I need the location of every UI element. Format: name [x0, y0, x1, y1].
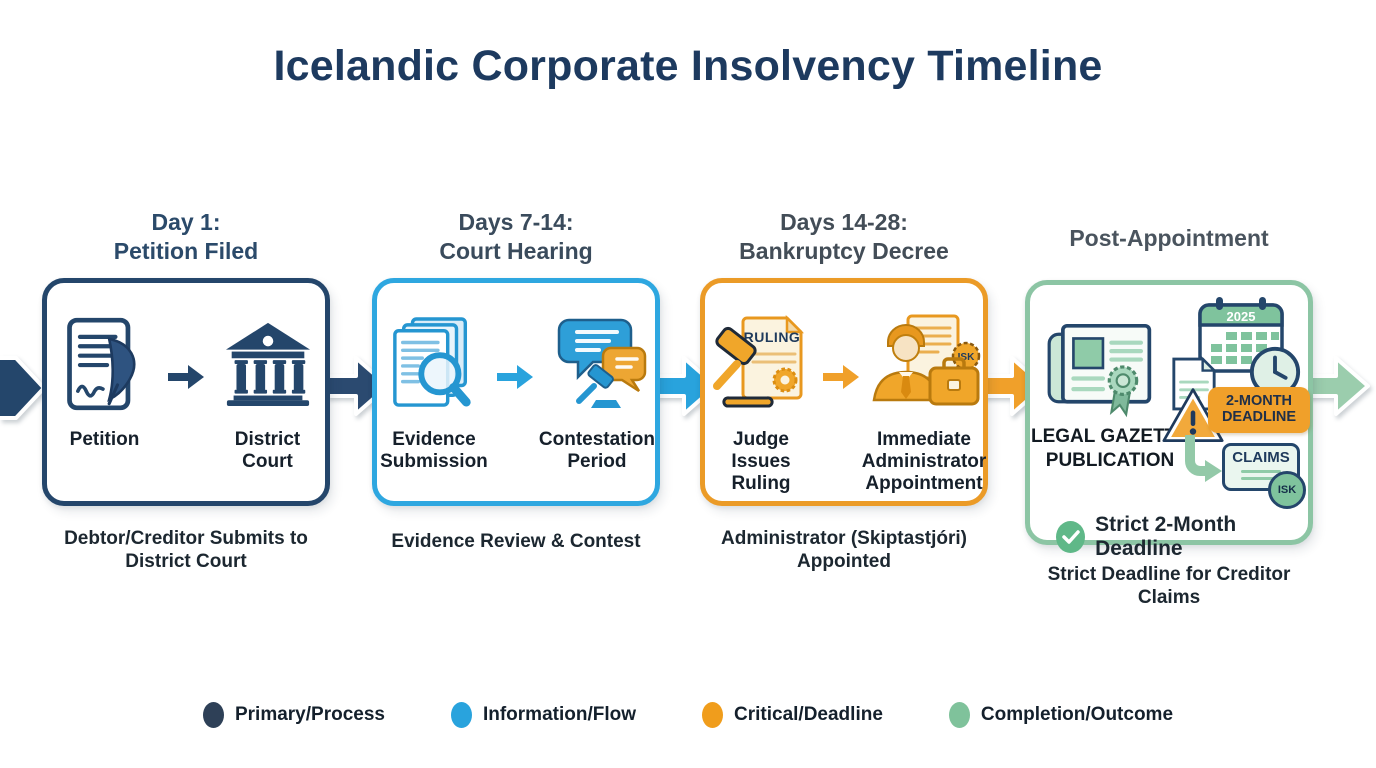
evidence-to-contestation-arrow-icon	[496, 365, 533, 389]
district-court-label: District Court	[234, 429, 301, 472]
legend-label-primary: Primary/Process	[234, 704, 385, 725]
down-right-arrow-icon	[1185, 435, 1222, 482]
ruling-doc-text: RULING	[744, 329, 801, 345]
claims-box: CLAIMS	[1222, 443, 1300, 491]
completion-color-dot-icon	[948, 702, 970, 728]
legal-gazette-newspaper-icon	[1047, 323, 1152, 418]
stage2-header-line1: Days 7-14:	[458, 209, 574, 235]
stage4-header: Post-Appointment	[1019, 224, 1319, 253]
petition-label: Petition	[69, 429, 140, 450]
exit-arrow-icon	[1306, 356, 1370, 416]
legend-label-information: Information/Flow	[482, 704, 637, 725]
stage3-caption: Administrator (Skiptastjóri) Appointed	[721, 528, 967, 572]
stage3-header-line2: Bankruptcy Decree	[739, 237, 949, 264]
administrator-appointment-icon: ISK	[872, 314, 981, 406]
strict-deadline-note: Strict 2-Month Deadline	[1095, 513, 1237, 560]
claims-label: CLAIMS	[1232, 449, 1290, 466]
ruling-gavel-document-icon: RULING	[713, 314, 805, 408]
isk-gear-text: ISK	[958, 352, 975, 363]
stage2-box: Evidence Submission	[372, 278, 660, 506]
stage1-header-line1: Day 1:	[151, 209, 221, 235]
information-color-dot-icon	[450, 702, 472, 728]
legend-item-information: Information/Flow	[450, 702, 637, 728]
deadline-check-row: Strict 2-Month Deadline	[1056, 513, 1308, 561]
stage1-header-line2: Petition Filed	[113, 237, 259, 264]
contestation-period-label: Contestation Period	[538, 429, 655, 472]
calendar-year-text: 2025	[1227, 309, 1256, 324]
legend-label-completion: Completion/Outcome	[980, 704, 1174, 725]
petition-to-court-arrow-icon	[168, 365, 204, 389]
ruling-to-administrator-arrow-icon	[823, 365, 859, 389]
immediate-administrator-appointment-label: Immediate Administrator Appointment	[861, 429, 987, 494]
stage3-header: Days 14-28: Bankruptcy Decree	[694, 208, 994, 266]
evidence-documents-magnifier-icon	[393, 317, 471, 407]
stage3-box: RULING Judge Issues Ruling	[700, 278, 988, 506]
stage2-header-line2: Court Hearing	[439, 237, 593, 264]
page-title: Icelandic Corporate Insolvency Timeline	[273, 42, 1103, 90]
evidence-submission-label: Evidence Submission	[380, 429, 488, 472]
petition-document-icon	[66, 317, 135, 411]
stage1-header: Day 1: Petition Filed	[36, 208, 336, 266]
judge-issues-ruling-label: Judge Issues Ruling	[731, 429, 791, 494]
legend-item-critical: Critical/Deadline	[702, 702, 883, 728]
entry-arrow-icon	[0, 356, 46, 420]
stage4-header-line1: Post-Appointment	[1069, 225, 1269, 251]
stage2-header: Days 7-14: Court Hearing	[366, 208, 666, 266]
stage4-caption: Strict Deadline for Creditor Claims	[1047, 564, 1291, 608]
primary-color-dot-icon	[202, 702, 224, 728]
claims-line	[1241, 470, 1281, 473]
legend-item-completion: Completion/Outcome	[948, 702, 1174, 728]
legend: Primary/Process Information/Flow Critica…	[0, 702, 1376, 728]
claims-line	[1241, 477, 1281, 480]
legend-item-primary: Primary/Process	[202, 702, 385, 728]
district-court-building-icon	[225, 322, 310, 407]
checkmark-icon	[1056, 521, 1086, 553]
legal-gazette-publication-label: LEGAL GAZETTE PUBLICATION	[1031, 426, 1189, 471]
stage1-caption: Debtor/Creditor Submits to District Cour…	[64, 528, 308, 572]
contestation-chat-gavel-icon	[557, 318, 647, 408]
isk-coin-icon: ISK	[1268, 471, 1306, 509]
stage1-box: Petition	[42, 278, 330, 506]
two-month-deadline-badge: 2-MONTH DEADLINE	[1208, 387, 1310, 433]
legend-label-critical: Critical/Deadline	[734, 704, 883, 725]
stage4-box: LEGAL GAZETTE PUBLICATION 2025	[1025, 280, 1313, 560]
stage3-header-line1: Days 14-28:	[780, 209, 908, 235]
critical-color-dot-icon	[702, 702, 724, 728]
stage2-caption: Evidence Review & Contest	[391, 531, 641, 552]
